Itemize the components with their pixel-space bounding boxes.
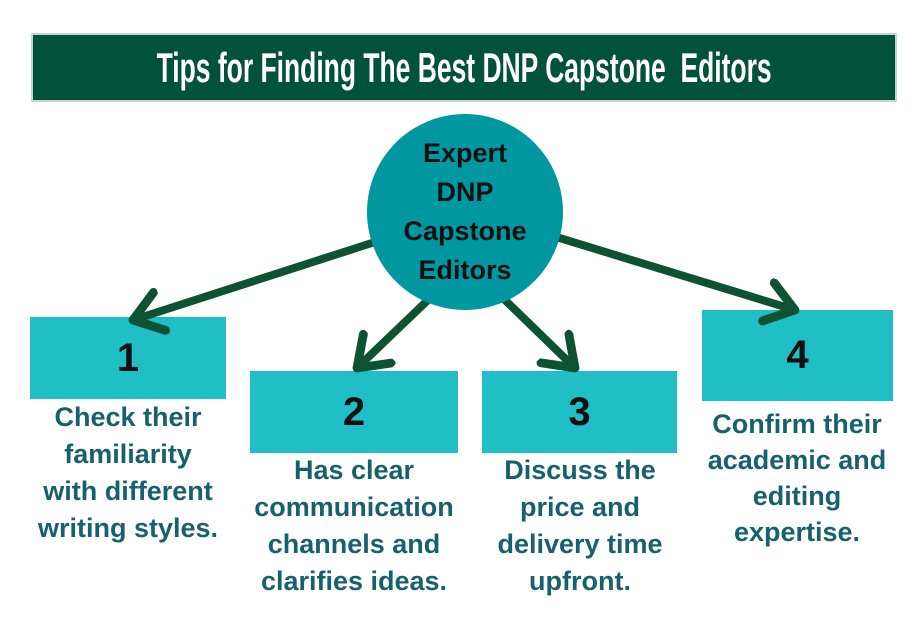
tip-box-2: 2 bbox=[250, 371, 458, 453]
page-title: Tips for Finding The Best DNP Capstone E… bbox=[156, 43, 772, 91]
tip-description-line: delivery time bbox=[497, 529, 663, 559]
tip-description-line: Discuss the bbox=[504, 455, 656, 485]
arrow-to-tip-3-icon bbox=[501, 296, 575, 368]
tip-description-line: Confirm their bbox=[712, 409, 882, 439]
tip-number-4: 4 bbox=[786, 333, 809, 377]
tip-number-1: 1 bbox=[116, 335, 140, 380]
tip-description-line: communication bbox=[254, 492, 454, 522]
tip-description-1: Check their familiarity with different w… bbox=[18, 399, 238, 547]
tip-number-3: 3 bbox=[568, 389, 591, 434]
center-circle-label-line: Expert bbox=[422, 138, 508, 168]
tip-description-line: editing bbox=[752, 481, 842, 511]
header-banner: Tips for Finding The Best DNP Capstone E… bbox=[31, 33, 897, 102]
tip-description-line: channels and bbox=[267, 529, 441, 559]
tip-description-line: writing styles. bbox=[37, 513, 219, 543]
tip-box-3: 3 bbox=[482, 371, 677, 453]
center-circle: Expert DNP Capstone Editors bbox=[367, 114, 563, 310]
tip-description-4: Confirm their academic and editing exper… bbox=[687, 406, 907, 550]
center-circle-label-line: Editors bbox=[418, 255, 512, 285]
center-circle-label-line: DNP bbox=[436, 177, 494, 207]
tip-description-line: Has clear bbox=[293, 455, 415, 485]
tip-description-line: upfront. bbox=[529, 566, 631, 596]
tip-description-line: expertise. bbox=[733, 517, 861, 547]
arrow-to-tip-2-icon bbox=[357, 296, 432, 368]
tip-description-line: familiarity bbox=[64, 439, 192, 469]
tip-description-line: with different bbox=[43, 476, 213, 506]
tip-description-line: price and bbox=[519, 492, 641, 522]
center-circle-label-line: Capstone bbox=[403, 216, 527, 246]
tip-box-1: 1 bbox=[30, 317, 226, 399]
tip-description-3: Discuss the price and delivery time upfr… bbox=[470, 452, 690, 600]
tip-description-line: academic and bbox=[707, 445, 887, 475]
tip-description-line: Check their bbox=[54, 402, 202, 432]
arrow-to-tip-4-icon bbox=[549, 232, 795, 310]
arrow-to-tip-1-icon bbox=[133, 237, 382, 320]
tip-description-line: clarifies ideas. bbox=[260, 566, 448, 596]
tip-number-2: 2 bbox=[342, 389, 366, 434]
tip-box-4: 4 bbox=[702, 310, 893, 401]
tip-description-2: Has clear communication channels and cla… bbox=[239, 452, 469, 600]
